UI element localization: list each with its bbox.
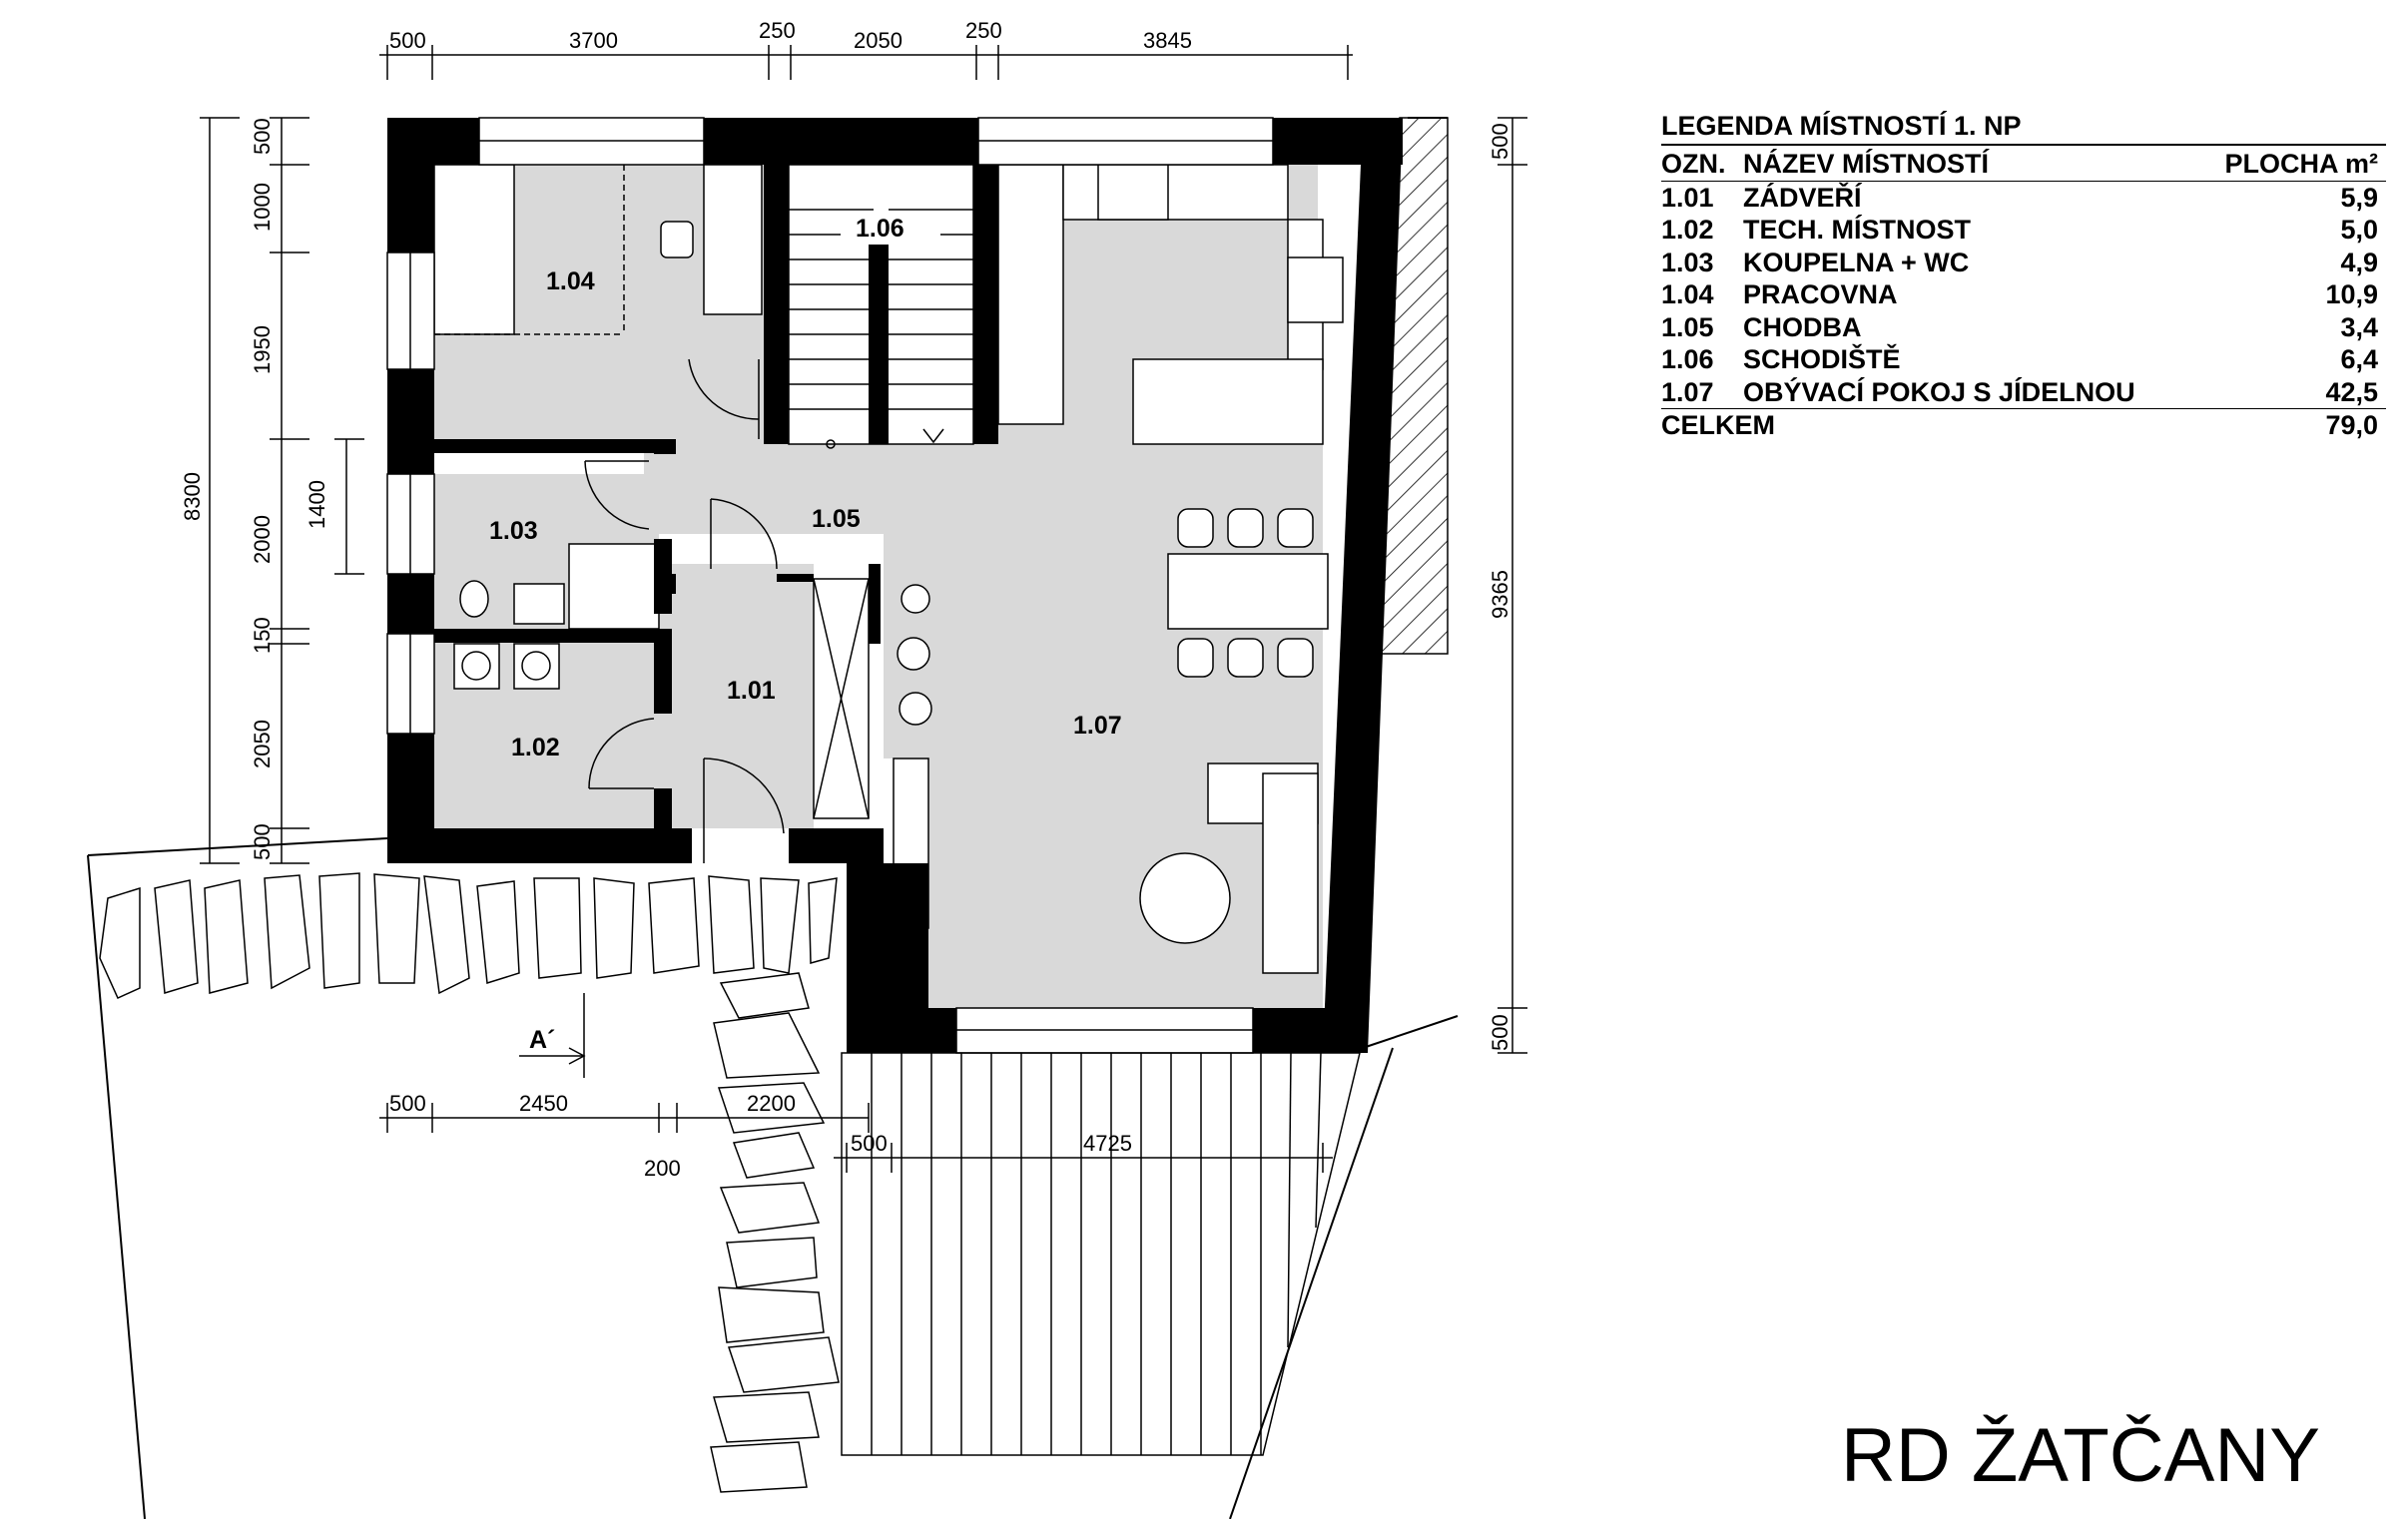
legend-area: 10,9 <box>2325 279 2378 309</box>
study-furniture <box>433 164 763 335</box>
dim-top-1: 500 <box>389 28 426 53</box>
legend-name: KOUPELNA + WC <box>1743 247 1970 277</box>
dim-left-1: 500 <box>250 118 275 155</box>
dim-left-2: 1000 <box>250 183 275 232</box>
section-marker: A´ <box>529 1026 555 1054</box>
legend-row: 1.01 ZÁDVEŘÍ 5,9 <box>1661 182 2386 215</box>
legend-col-name: NÁZEV MÍSTNOSTÍ <box>1743 149 1990 179</box>
room-label-1.04: 1.04 <box>546 267 595 295</box>
legend-total-row: CELKEM 79,0 <box>1661 408 2386 442</box>
legend-area: 42,5 <box>2325 376 2378 407</box>
legend-name: CHODBA <box>1743 311 1862 342</box>
legend-area: 3,4 <box>2340 311 2378 342</box>
room-label-1.02: 1.02 <box>511 734 560 761</box>
room-label-1.05: 1.05 <box>812 505 861 533</box>
legend-area: 5,9 <box>2340 182 2378 213</box>
legend-code: 1.01 <box>1661 182 1714 213</box>
dim-left-6: 2050 <box>250 720 275 768</box>
room-label-1.03: 1.03 <box>489 517 538 545</box>
project-title: RD ŽATČANY <box>1841 1413 2320 1498</box>
dim-top-2: 3700 <box>569 28 618 53</box>
dim-left-4: 2000 <box>250 515 275 564</box>
legend-code: 1.06 <box>1661 344 1714 374</box>
legend-name: OBÝVACÍ POKOJ S JÍDELNOU <box>1743 376 2135 407</box>
legend-name: SCHODIŠTĚ <box>1743 344 1901 374</box>
dim-left-total: 8300 <box>180 472 205 521</box>
room-labels: 1.04 1.06 1.03 1.05 1.01 1.02 1.07 <box>489 215 1122 761</box>
dim-top-5: 250 <box>965 18 1002 43</box>
room-label-1.07: 1.07 <box>1073 712 1122 740</box>
dim-window-1400: 1400 <box>304 480 329 529</box>
legend-title: LEGENDA MÍSTNOSTÍ 1. NP <box>1661 110 2386 146</box>
dim-left-3: 1950 <box>250 325 275 374</box>
legend-area: 6,4 <box>2340 344 2378 374</box>
doors <box>584 358 785 863</box>
legend-area: 4,9 <box>2340 247 2378 277</box>
room-legend: LEGENDA MÍSTNOSTÍ 1. NP OZN. NÁZEV MÍSTN… <box>1661 110 2386 442</box>
legend-row: 1.03 KOUPELNA + WC 4,9 <box>1661 247 2386 279</box>
legend-code: 1.05 <box>1661 311 1714 342</box>
dim-right-2: 9365 <box>1488 570 1512 619</box>
dimension-texts: 500 3700 250 2050 250 3845 500 1000 1950… <box>180 18 1512 1181</box>
dim-left-7: 500 <box>250 823 275 860</box>
legend-area: 5,0 <box>2340 215 2378 245</box>
walls <box>387 118 1403 1053</box>
dim-terrace-1: 500 <box>851 1131 888 1156</box>
entry-closet <box>813 578 870 819</box>
dim-bottom-1: 500 <box>389 1091 426 1116</box>
legend-code: 1.03 <box>1661 247 1714 277</box>
dim-right-3: 500 <box>1488 1014 1512 1051</box>
legend-col-area: PLOCHA m² <box>2224 149 2379 179</box>
legend-name: ZÁDVEŘÍ <box>1743 182 1862 213</box>
legend-code: 1.02 <box>1661 215 1714 245</box>
room-label-1.06: 1.06 <box>856 215 904 243</box>
kitchen-counters <box>997 164 1344 445</box>
room-label-1.01: 1.01 <box>727 677 776 705</box>
legend-code: 1.07 <box>1661 376 1714 407</box>
dim-bottom-2: 2450 <box>519 1091 568 1116</box>
dimension-lines <box>200 45 1527 1173</box>
dim-bottom-4: 200 <box>644 1156 681 1181</box>
dim-terrace-2: 4725 <box>1083 1131 1132 1156</box>
legend-total-label: CELKEM <box>1661 410 1775 440</box>
dim-top-4: 2050 <box>854 28 903 53</box>
legend-row: 1.02 TECH. MÍSTNOST 5,0 <box>1661 214 2386 247</box>
dining-set <box>1167 508 1329 678</box>
legend-row: 1.06 SCHODIŠTĚ 6,4 <box>1661 343 2386 376</box>
dim-top-6: 3845 <box>1143 28 1192 53</box>
legend-header: OZN. NÁZEV MÍSTNOSTÍ PLOCHA m² <box>1661 148 2386 182</box>
windows <box>386 117 1274 1054</box>
dim-left-5: 150 <box>250 617 275 654</box>
legend-col-code: OZN. <box>1661 149 1726 179</box>
dim-right-1: 500 <box>1488 123 1512 160</box>
legend-total-area: 79,0 <box>2325 410 2378 440</box>
plants <box>897 584 932 726</box>
terrace-deck <box>841 1052 1361 1456</box>
legend-code: 1.04 <box>1661 279 1714 309</box>
stepping-stones <box>99 872 840 1493</box>
legend-name: TECH. MÍSTNOST <box>1743 215 1971 245</box>
legend-row: 1.04 PRACOVNA 10,9 <box>1661 278 2386 311</box>
legend-row: 1.05 CHODBA 3,4 <box>1661 311 2386 344</box>
dim-bottom-3: 2200 <box>747 1091 796 1116</box>
dim-top-3: 250 <box>759 18 796 43</box>
legend-name: PRACOVNA <box>1743 279 1898 309</box>
legend-row: 1.07 OBÝVACÍ POKOJ S JÍDELNOU 42,5 <box>1661 376 2386 409</box>
